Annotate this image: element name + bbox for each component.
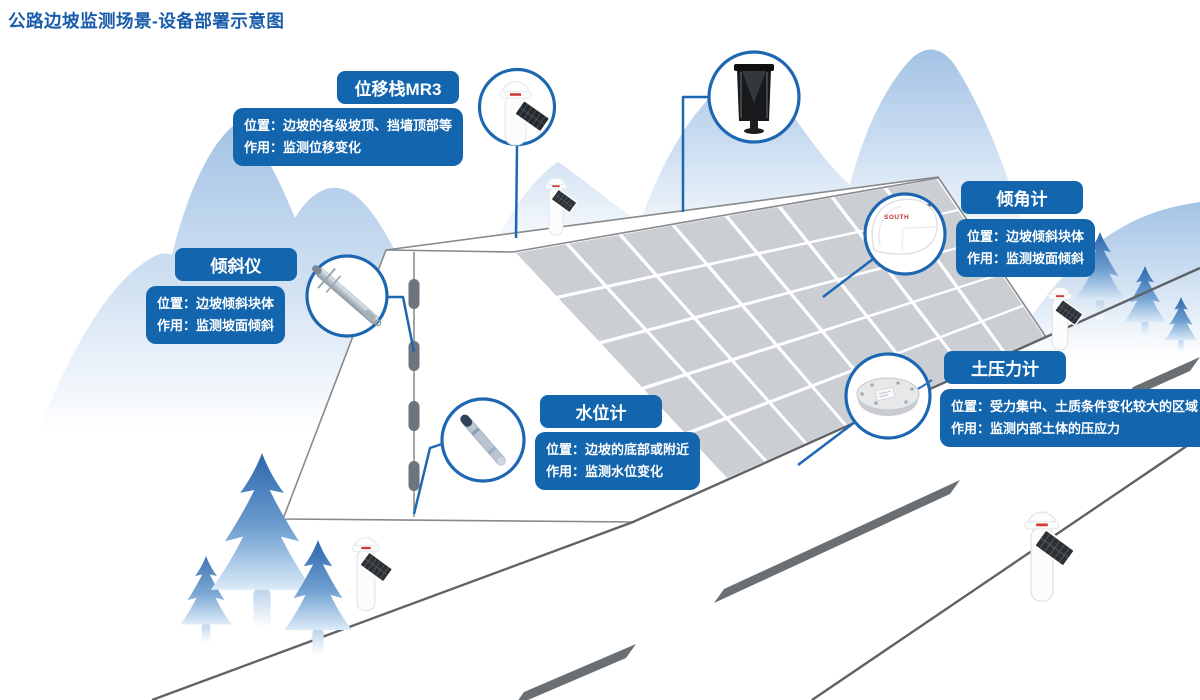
- desc-position-line: 位置：边坡的各级坡顶、挡墙顶部等: [244, 118, 453, 133]
- callout-circle-rain-gauge: [707, 50, 801, 144]
- desc-function-line: 作用：监测坡面倾斜: [157, 318, 275, 333]
- slope-grid-panel: [734, 347, 810, 401]
- gnss-displacement-station-icon: [499, 81, 551, 146]
- connector-tiltmeter: [822, 258, 874, 298]
- callout-title-earth-pressure: 土压力计: [944, 351, 1066, 384]
- callout-circle-tiltmeter: SOUTH: [863, 192, 947, 276]
- slope-grid-panel: [792, 281, 865, 330]
- desc-position-line: 位置：受力集中、土质条件变化较大的区域: [951, 399, 1199, 414]
- desc-function-line: 作用：监测坡面倾斜: [967, 251, 1085, 266]
- road-edge-far: [811, 436, 1200, 700]
- callout-circle-earth-pressure: [844, 352, 933, 440]
- water-level-probe-icon: [460, 414, 506, 466]
- callout-desc-earth-pressure: 位置：受力集中、土质条件变化较大的区域 作用：监测内部土体的压应力: [940, 389, 1200, 447]
- connector-displacement: [514, 145, 519, 239]
- slope-grid-panel: [869, 303, 938, 352]
- road-center-dash: [518, 644, 636, 700]
- desc-function-line: 作用：监测位移变化: [244, 140, 362, 155]
- desc-position-line: 位置：边坡的底部或附近: [546, 442, 690, 457]
- tiltmeter-icon: SOUTH: [871, 198, 938, 255]
- callout-circle-water-level: [440, 397, 526, 483]
- slope-grid-panel: [644, 376, 724, 433]
- slope-grid-panel: [558, 288, 644, 342]
- connector-rain-gauge: [681, 95, 709, 212]
- slope-grid-panel: [744, 294, 820, 344]
- callout-desc-water-level: 位置：边坡的底部或附近 作用：监测水位变化: [535, 432, 701, 490]
- slope-grid-panel: [609, 277, 692, 329]
- rain-gauge-icon: [734, 64, 774, 134]
- slope-grid-panel: [710, 255, 788, 304]
- connector-earth-pressure: [797, 421, 856, 466]
- slope-grid-panel: [840, 268, 911, 316]
- slope-grid-panel: [516, 244, 604, 296]
- slope-grid-panel: [728, 207, 806, 253]
- slope-grid-panel: [781, 197, 857, 242]
- desc-position-line: 位置：边坡倾斜块体: [157, 296, 275, 311]
- slope-grid-panel: [779, 332, 852, 385]
- highway-road: [151, 266, 1200, 700]
- slope-grid-panel: [689, 361, 767, 417]
- callout-desc-inclinometer: 位置：边坡倾斜块体 作用：监测坡面倾斜: [146, 286, 286, 344]
- slope-grid-panel: [697, 306, 775, 359]
- slope-grid-panel: [675, 216, 755, 264]
- callout-title-inclinometer: 倾斜仪: [175, 248, 297, 281]
- borehole-sensor-string: [408, 252, 420, 517]
- slope-grid-panel: [622, 225, 705, 274]
- slope-grid-panel: [649, 319, 729, 373]
- callout-desc-tiltmeter: 位置：边坡倾斜块体 作用：监测坡面倾斜: [956, 219, 1096, 277]
- slope-grid-panel: [569, 235, 654, 285]
- slope-grid-panel: [984, 306, 1044, 354]
- connector-inclinometer: [386, 295, 416, 353]
- callout-title-water-level: 水位计: [540, 395, 662, 428]
- callout-desc-displacement: 位置：边坡的各级坡顶、挡墙顶部等 作用：监测位移变化: [233, 108, 464, 166]
- slope-grid-panel: [760, 244, 836, 291]
- slope-top-ridge: [385, 177, 939, 253]
- borehole-sensor-icon: [408, 461, 420, 491]
- road-center-dash: [714, 480, 960, 603]
- callout-circle-displacement: [477, 67, 557, 147]
- device-callouts: SOUTH: [305, 50, 947, 483]
- slope-grid-panel: [771, 387, 845, 443]
- desc-function-line: 作用：监测内部土体的压应力: [951, 421, 1121, 436]
- inclinometer-icon: [311, 265, 382, 327]
- slope-grid-panel: [601, 332, 684, 387]
- brand-label: SOUTH: [884, 214, 909, 221]
- callout-circle-inclinometer: [305, 254, 389, 338]
- desc-function-line: 作用：监测水位变化: [546, 464, 664, 479]
- gnss-station-roadside-left: [351, 536, 394, 612]
- slope-grid-panel: [914, 289, 980, 336]
- earth-pressure-cell-icon: [856, 377, 933, 416]
- callout-connectors: [386, 95, 874, 515]
- page-title: 公路边坡监测场景-设备部署示意图: [8, 11, 285, 31]
- borehole-sensor-icon: [408, 341, 420, 371]
- connector-water-level: [412, 442, 443, 515]
- callout-title-tiltmeter: 倾角计: [961, 181, 1083, 214]
- borehole-sensor-icon: [408, 279, 420, 309]
- slope-grid-panel: [729, 403, 805, 461]
- slope-grid-panel: [959, 274, 1023, 320]
- borehole-sensor-icon: [408, 401, 420, 431]
- callout-title-displacement: 位移栈MR3: [337, 71, 459, 104]
- desc-position-line: 位置：边坡倾斜块体: [967, 229, 1085, 244]
- slope-grid-panel: [687, 420, 765, 478]
- slope-grid-panel: [659, 266, 740, 317]
